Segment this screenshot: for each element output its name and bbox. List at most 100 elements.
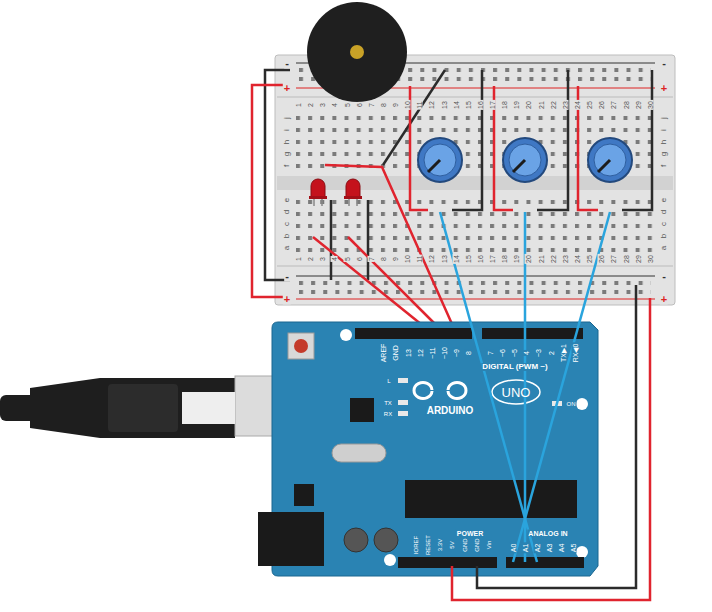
- row-letter: j: [660, 116, 668, 120]
- led-label: ON: [566, 401, 577, 407]
- rail-sign: -: [661, 271, 667, 282]
- column-number: 3: [319, 102, 326, 108]
- row-letter: i: [283, 128, 291, 132]
- column-number: 17: [489, 254, 496, 264]
- usb-cable: [0, 376, 305, 438]
- pin-label: ~6: [499, 348, 506, 358]
- wire: [348, 237, 444, 333]
- model-name: UNO: [501, 386, 532, 399]
- column-number: 14: [452, 100, 459, 110]
- column-number: 25: [586, 100, 593, 110]
- header-label: DIGITAL (PWM ~): [481, 363, 548, 371]
- rail-sign: +: [660, 83, 668, 94]
- pin-label: A3: [546, 543, 553, 554]
- column-number: 27: [610, 100, 617, 110]
- pin-label: Vin: [486, 540, 492, 551]
- column-number: 7: [367, 102, 374, 108]
- column-number: 27: [610, 254, 617, 264]
- brand-name: ARDUINO: [426, 406, 475, 416]
- pin-label: TX▶1: [559, 343, 566, 363]
- column-number: 6: [355, 102, 362, 108]
- row-letter: d: [283, 209, 291, 215]
- pin-label: A2: [534, 543, 541, 554]
- wire: [440, 212, 537, 562]
- pin-label: A4: [558, 543, 565, 554]
- rail-sign: +: [283, 294, 291, 305]
- pin-label: 2: [547, 350, 554, 356]
- pin-label: GND: [392, 344, 399, 362]
- column-number: 17: [489, 100, 496, 110]
- wire: [537, 70, 568, 210]
- column-number: 20: [525, 254, 532, 264]
- pin-label: ~11: [429, 346, 436, 359]
- column-number: 30: [646, 100, 653, 110]
- row-letter: e: [283, 197, 291, 203]
- column-number: 15: [464, 100, 471, 110]
- pin-label: AREF: [380, 343, 387, 364]
- column-number: 11: [416, 100, 423, 109]
- pin-label: 12: [417, 348, 424, 358]
- column-number: 21: [537, 254, 544, 264]
- potentiometer: [588, 138, 632, 182]
- pin-label: 7: [487, 350, 494, 356]
- row-letter: h: [660, 139, 668, 145]
- pin-label: IOREF: [413, 535, 419, 555]
- column-number: 9: [392, 102, 399, 108]
- column-number: 23: [561, 254, 568, 264]
- column-number: 2: [307, 102, 314, 108]
- row-letter: g: [283, 151, 291, 157]
- column-number: 8: [379, 256, 386, 262]
- pin-label: GND: [462, 537, 468, 552]
- column-number: 16: [476, 254, 483, 264]
- column-number: 11: [416, 254, 423, 263]
- column-number: 22: [549, 100, 556, 110]
- column-number: 26: [598, 100, 605, 110]
- wire: [477, 285, 636, 588]
- column-number: 12: [428, 254, 435, 264]
- column-number: 29: [634, 254, 641, 264]
- pin-label: 5V: [449, 540, 455, 549]
- column-number: 15: [464, 254, 471, 264]
- column-number: 30: [646, 254, 653, 264]
- pin-label: 4: [523, 350, 530, 356]
- pin-label: A0: [510, 543, 517, 554]
- column-number: 18: [501, 254, 508, 264]
- column-number: 1: [295, 256, 302, 262]
- row-letter: a: [660, 245, 668, 251]
- header-label: POWER: [456, 530, 484, 537]
- row-letter: e: [660, 197, 668, 203]
- column-number: 22: [549, 254, 556, 264]
- rail-sign: +: [660, 294, 668, 305]
- column-number: 28: [622, 100, 629, 110]
- column-number: 28: [622, 254, 629, 264]
- column-number: 10: [404, 100, 411, 110]
- row-letter: i: [660, 128, 668, 132]
- column-number: 6: [355, 256, 362, 262]
- wire: [265, 70, 290, 280]
- pin-label: RX◀0: [571, 343, 578, 364]
- pin-label: GND: [474, 537, 480, 552]
- header-label: ANALOG IN: [527, 530, 568, 537]
- row-letter: f: [283, 164, 291, 168]
- column-number: 4: [331, 256, 338, 262]
- row-letter: h: [283, 139, 291, 145]
- pin-label: 3.3V: [437, 538, 443, 552]
- row-letter: j: [283, 116, 291, 120]
- column-number: 13: [440, 100, 447, 110]
- column-number: 8: [379, 102, 386, 108]
- column-number: 21: [537, 100, 544, 110]
- rail-sign: -: [284, 271, 290, 282]
- column-number: 9: [392, 256, 399, 262]
- column-number: 13: [440, 254, 447, 264]
- row-letter: g: [660, 151, 668, 157]
- pin-label: ~10: [441, 346, 448, 360]
- column-number: 23: [561, 100, 568, 110]
- led-label: RX: [383, 411, 393, 417]
- row-letter: b: [283, 233, 291, 239]
- pin-label: ~5: [511, 348, 518, 358]
- potentiometer: [503, 138, 547, 182]
- pin-label: 13: [405, 348, 412, 358]
- arduino-board: [258, 322, 598, 576]
- pin-label: RESET: [425, 534, 431, 556]
